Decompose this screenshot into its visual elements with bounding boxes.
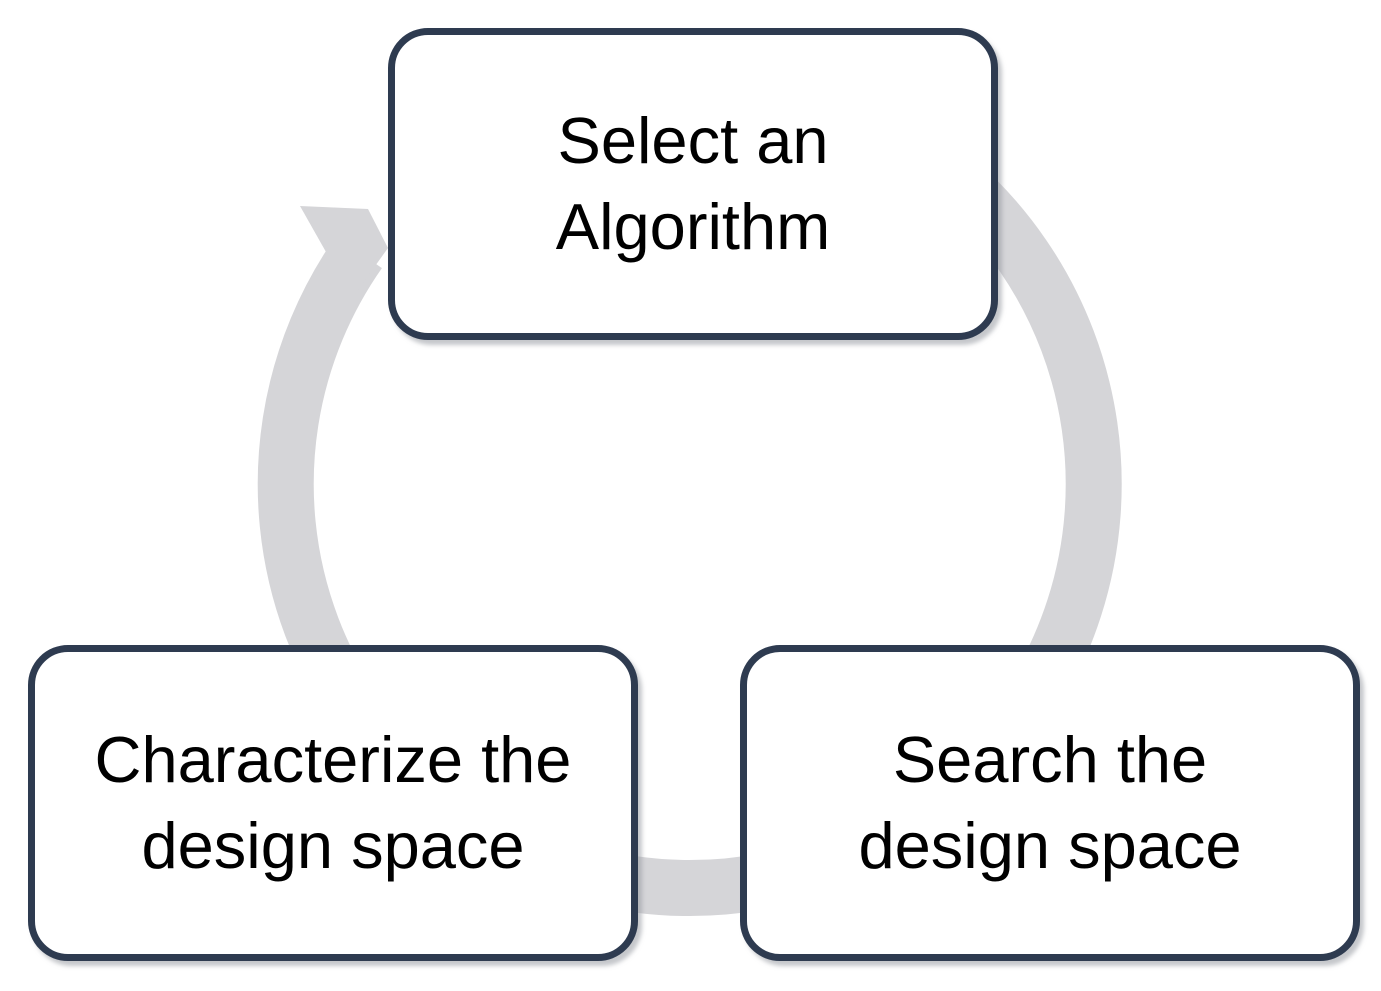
- node-label: Search the design space: [858, 723, 1242, 882]
- node-select-algorithm: Select an Algorithm: [388, 28, 998, 340]
- node-label: Select an Algorithm: [555, 104, 831, 263]
- node-label: Characterize the design space: [94, 723, 572, 882]
- node-characterize-design-space: Characterize the design space: [28, 645, 638, 961]
- node-search-design-space: Search the design space: [740, 645, 1360, 961]
- cycle-arrowhead-icon: [300, 206, 388, 298]
